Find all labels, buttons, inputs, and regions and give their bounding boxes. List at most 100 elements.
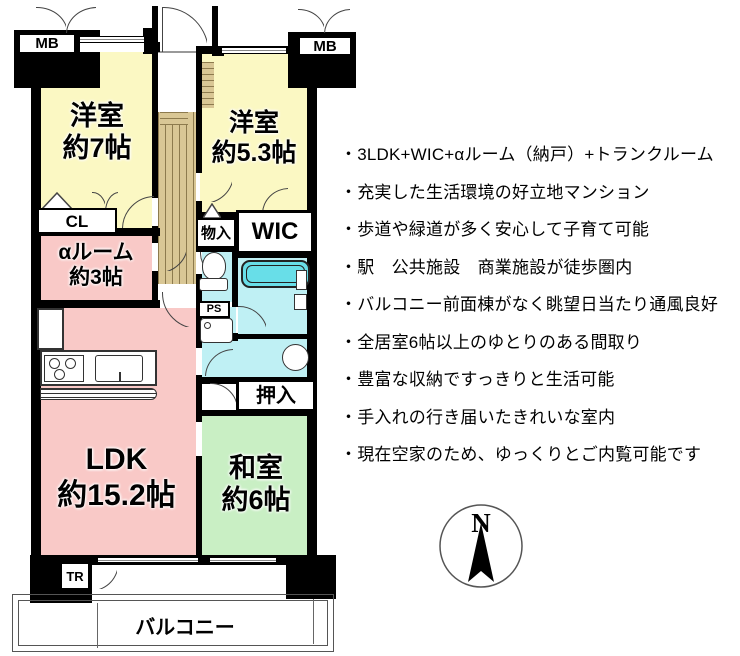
corridor-washitsu-door-arc [210,383,236,409]
feature-item: ・充実した生活環境の好立地マンション [340,182,650,202]
mb-left-door-arc-1 [36,7,66,33]
trunk-room-box: TR [60,562,90,590]
wall-monoire-bottom [196,246,236,252]
monoire-box: 物入 [196,218,236,248]
room-alpha-floor [41,236,152,300]
refrigerator-space [37,308,64,350]
washitsu-name: 和室 [229,453,283,483]
wall-hall-left-b [152,226,158,243]
feature-item: ・バルコニー前面棟がなく眺望日当たり通風良好 [340,295,719,315]
oshiire-box: 押入 [236,379,316,412]
window-bedroom7 [80,36,144,43]
kitchen-counter-front [40,388,157,400]
balcony-outline-outer [12,594,334,652]
bath-shelf-2 [294,294,307,310]
toilet-tank [199,278,228,291]
mb-box-right: MB [298,36,352,56]
trunk-room-label: TR [66,568,84,584]
sink-faucet [119,372,121,382]
closet-label: CL [65,211,89,231]
bathroom-door-arc [238,306,266,334]
balcony-outline-inner [18,600,328,646]
wall-hall-right-d [196,375,202,422]
entrance-step [160,112,188,125]
mb-right-door-arc-1 [298,9,324,33]
compass-needle [468,523,494,582]
cl-door-arc-1 [92,192,105,211]
wall-entrance-right [212,6,218,52]
room-bedroom53-label: 洋室 約5.3帖 [198,108,310,168]
pipe-space-label: PS [206,303,222,315]
feature-item: ・現在空家のため、ゆっくりとご内覧可能です [340,445,702,465]
wall-entrance-stub-left [143,28,158,54]
entrance-door-arc [162,7,207,52]
ldk-name: LDK [85,443,148,476]
room-alpha-label: αルーム 約3帖 [35,240,157,290]
window-bedroom53 [222,47,286,54]
feature-list: ・3LDK+WIC+αルーム（納戸）+トランクルーム ・充実した生活環境の好立地… [340,134,740,472]
toilet-bowl [202,252,226,280]
washing-machine [282,344,309,371]
window-bedroom7-gap [80,43,144,52]
wall-alpha-bottom [31,300,160,308]
stove-burner-3 [54,369,65,380]
wall-toilet-bath-a [232,246,238,307]
washbasin-faucet [204,322,211,329]
ldk-size: 約15.2帖 [57,479,176,512]
balcony-divider-left [97,603,98,648]
wic-label: WIC [251,218,299,245]
mb-right-door-arc-2 [324,9,350,33]
wall-hall-left-a [152,6,158,198]
trunk-room-door-arc [91,561,117,589]
alpha-room-door-arc [158,243,186,271]
wall-toilet-bath-b [232,333,238,341]
pipe-space-box: PS [198,301,230,318]
wall-bath-washroom [236,334,317,339]
stove-burner-2 [65,358,76,369]
window-washitsu-balcony [210,557,276,563]
wic-door-arc [262,188,288,213]
cl-door-arc-2 [105,192,118,211]
bedroom53-size: 約5.3帖 [211,139,297,167]
bedroom53-name: 洋室 [228,109,279,137]
alpha-size: 約3帖 [69,266,123,290]
wall-hall-left-c [152,271,158,308]
mb-left-label: MB [35,35,59,52]
oshiire-label: 押入 [256,384,296,407]
mb-box-left: MB [18,33,76,54]
feature-item: ・全居室6帖以上のゆとりのある間取り [340,332,643,352]
wall-entrance-stub-right [212,48,224,56]
bedroom7-door-arc [122,196,154,228]
bedroom7-name: 洋室 [70,101,124,131]
wic-box: WIC [236,210,314,254]
block-bottom-right [286,555,336,599]
feature-item: ・手入れの行き届いたきれいな室内 [340,407,616,427]
window-ldk-balcony [98,557,198,563]
wall-hall-right-a [196,53,202,173]
wall-wic-bottom [236,252,317,258]
stove [44,355,84,382]
feature-item: ・歩道や緑道が多く安心して子育て可能 [340,220,650,240]
wall-wic-top-a [200,212,262,219]
bedroom53-door-arc [202,173,232,202]
room-ldk-label: LDK 約15.2帖 [35,442,198,514]
mb-left-door-arc-2 [66,7,96,33]
washroom-door-arc [205,349,233,376]
monoire-bifold-door-icon [203,203,221,219]
wall-ldk-washitsu [196,456,202,555]
compass-north-label: N [471,508,491,538]
toilet-door-arc [200,252,222,274]
feature-item: ・駅 公共施設 商業施設が徒歩圏内 [340,257,633,277]
feature-item: ・豊富な収納ですっきりと生活可能 [340,370,615,390]
wall-right-outer [307,46,317,565]
bath-shelf-1 [296,270,307,290]
alpha-name: αルーム [58,241,134,264]
room-washitsu-floor [202,416,307,555]
closet-box: CL [37,208,117,234]
stove-burner-1 [49,358,60,369]
room-ldk-floor [41,308,196,555]
wall-oshiire-bottom [200,410,317,416]
ldk-door-arc [162,292,197,327]
room-bedroom7-label: 洋室 約7帖 [35,100,159,165]
